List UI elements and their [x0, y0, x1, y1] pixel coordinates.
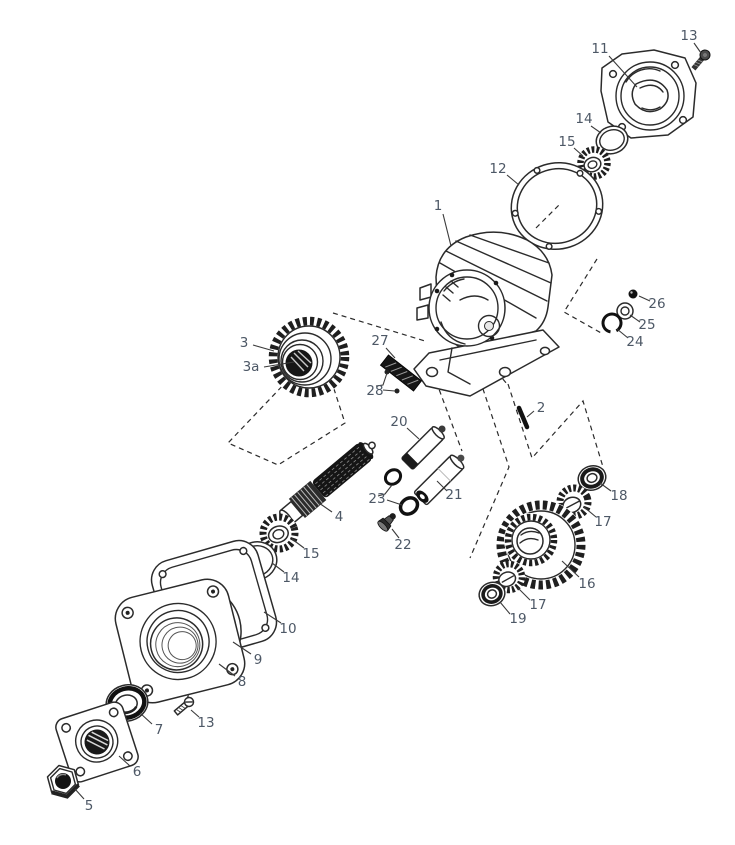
callout-17-lower: 17 — [517, 587, 547, 613]
drive-screw-dot — [394, 388, 400, 394]
bearing-cone-left-illustration — [259, 513, 299, 553]
callout-8: 8 — [218, 663, 247, 690]
o-ring-large-illustration — [398, 496, 420, 516]
idler-pin-illustration — [413, 454, 465, 506]
callout-27: 27 — [371, 333, 396, 359]
callout-12-label: 12 — [489, 161, 506, 177]
callout-8-label: 8 — [238, 674, 247, 690]
callout-21-label: 21 — [445, 487, 462, 503]
callout-16-label: 16 — [578, 576, 595, 592]
callout-13-top-label: 13 — [680, 28, 697, 44]
callout-14-top: 14 — [575, 111, 602, 134]
callout-14-bottom-label: 14 — [282, 570, 299, 586]
retaining-ring-illustration — [601, 312, 623, 334]
callout-18-label: 18 — [610, 488, 627, 504]
callout-3: 3 — [240, 335, 275, 352]
callout-10-label: 10 — [279, 621, 296, 637]
callout-5-label: 5 — [85, 798, 94, 814]
grease-fitting-illustration — [377, 513, 396, 532]
callout-22-label: 22 — [394, 537, 411, 553]
callout-14-top-label: 14 — [575, 111, 592, 127]
callout-26: 26 — [638, 295, 666, 312]
callout-23: 23 — [368, 484, 403, 507]
callout-20-label: 20 — [390, 414, 407, 430]
bearing-cover-illustration — [600, 49, 697, 139]
callout-15-top: 15 — [558, 134, 584, 157]
callout-23-label: 23 — [368, 491, 385, 507]
callout-28-label: 28 — [366, 383, 383, 399]
callout-7: 7 — [139, 712, 164, 738]
washer-illustration — [616, 302, 634, 320]
callout-20: 20 — [390, 414, 420, 440]
race-ring-lower-illustration — [478, 581, 506, 607]
callout-13-bottom-label: 13 — [197, 715, 214, 731]
drive-gear-illustration — [268, 316, 350, 398]
callout-17-upper-label: 17 — [594, 514, 611, 530]
callout-2: 2 — [526, 400, 546, 418]
callout-28: 28 — [366, 372, 396, 399]
race-ring-top-illustration — [595, 125, 629, 155]
callouts: 1 2 3 3a 4 5 6 7 — [74, 28, 702, 814]
roll-pin-illustration — [516, 405, 530, 430]
callout-19-label: 19 — [509, 611, 526, 627]
callout-9: 9 — [232, 641, 263, 668]
short-pin-illustration — [401, 425, 446, 470]
callout-15-top-label: 15 — [558, 134, 575, 150]
callout-3a: 3a — [243, 359, 295, 375]
callout-12: 12 — [489, 161, 520, 186]
callout-21: 21 — [436, 480, 463, 503]
top-gasket-illustration — [510, 161, 604, 251]
callout-3-label: 3 — [240, 335, 249, 351]
race-ring-right-illustration — [577, 464, 607, 492]
drive-screw-dot — [384, 369, 390, 375]
ball-illustration — [628, 289, 638, 299]
callout-25-label: 25 — [638, 317, 655, 333]
callout-6-label: 6 — [133, 764, 142, 780]
callout-4-label: 4 — [335, 509, 344, 525]
hex-nut-illustration — [46, 764, 80, 799]
callout-1-label: 1 — [434, 198, 443, 214]
nameplate-illustration — [379, 354, 423, 394]
callout-2-label: 2 — [537, 400, 546, 416]
callout-25: 25 — [629, 314, 656, 333]
callout-16: 16 — [561, 560, 596, 592]
callout-27-label: 27 — [371, 333, 388, 349]
callout-11-label: 11 — [591, 41, 608, 57]
callout-17-lower-label: 17 — [529, 597, 546, 613]
callout-22: 22 — [391, 528, 412, 553]
callout-5: 5 — [74, 788, 94, 814]
bearing-cone-upper-illustration — [556, 484, 592, 520]
callout-13-bottom: 13 — [190, 709, 215, 731]
callout-7-label: 7 — [155, 722, 164, 738]
callout-19: 19 — [499, 601, 527, 627]
gear-bore — [285, 349, 313, 377]
gearbox-housing-illustration — [413, 231, 560, 397]
top-screw-illustration — [691, 49, 711, 71]
callout-10: 10 — [263, 611, 297, 637]
callout-11: 11 — [591, 41, 638, 88]
coupling-flange-illustration — [55, 701, 139, 783]
callout-6: 6 — [118, 755, 142, 780]
flange-screw-illustration — [173, 696, 195, 716]
callout-4: 4 — [318, 502, 344, 525]
o-ring-small-illustration — [383, 468, 403, 486]
callout-18: 18 — [599, 482, 628, 504]
callout-13-top: 13 — [680, 28, 702, 54]
callout-3a-label: 3a — [243, 359, 260, 375]
callout-24: 24 — [616, 328, 644, 350]
callout-15-bottom-label: 15 — [302, 546, 319, 562]
callout-14-bottom: 14 — [271, 562, 300, 586]
callout-17-upper: 17 — [583, 506, 612, 530]
callout-15-bottom: 15 — [291, 538, 320, 562]
housing-rim-bolt-dots — [434, 272, 499, 341]
rear-cover-illustration — [114, 578, 246, 704]
callout-1: 1 — [434, 198, 452, 247]
callout-26-label: 26 — [648, 296, 665, 312]
callout-24-label: 24 — [626, 334, 643, 350]
callout-9-label: 9 — [254, 652, 263, 668]
